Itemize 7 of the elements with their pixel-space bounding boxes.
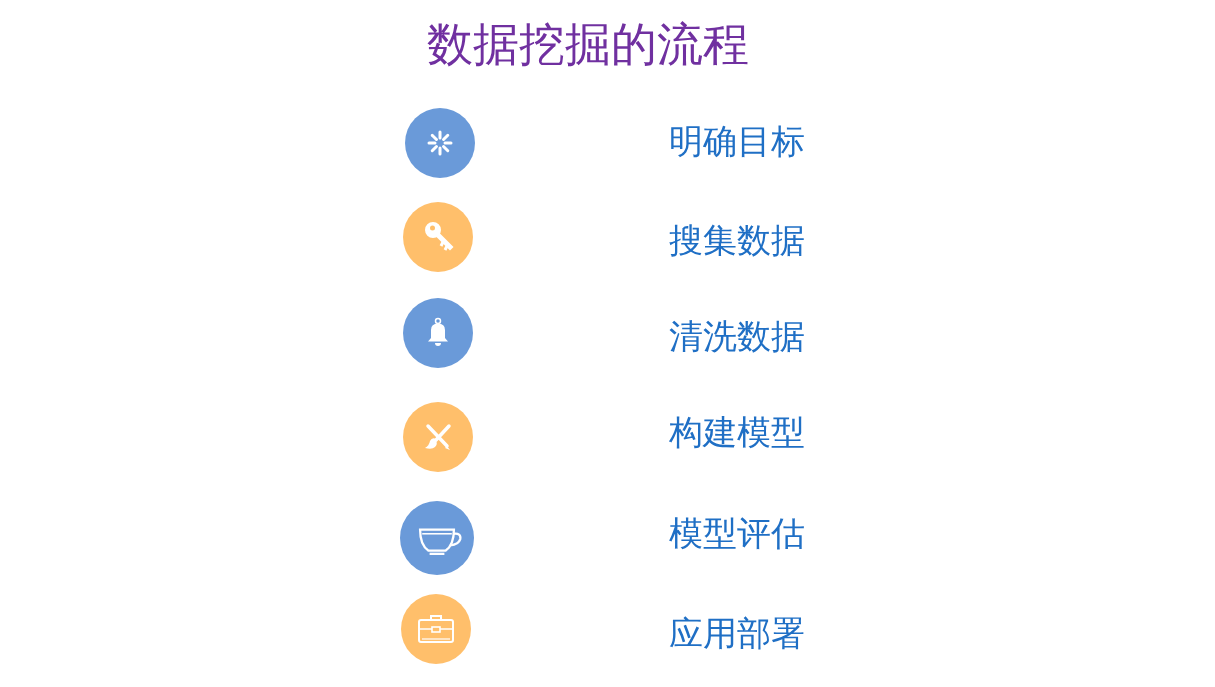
step-label: 应用部署 bbox=[669, 612, 805, 655]
step-label: 构建模型 bbox=[669, 411, 805, 454]
step-label: 明确目标 bbox=[669, 120, 805, 163]
step-label: 模型评估 bbox=[669, 512, 805, 555]
step-label: 清洗数据 bbox=[669, 315, 805, 358]
title: 数据挖掘的流程 bbox=[425, 16, 750, 73]
step-label: 搜集数据 bbox=[669, 219, 805, 262]
